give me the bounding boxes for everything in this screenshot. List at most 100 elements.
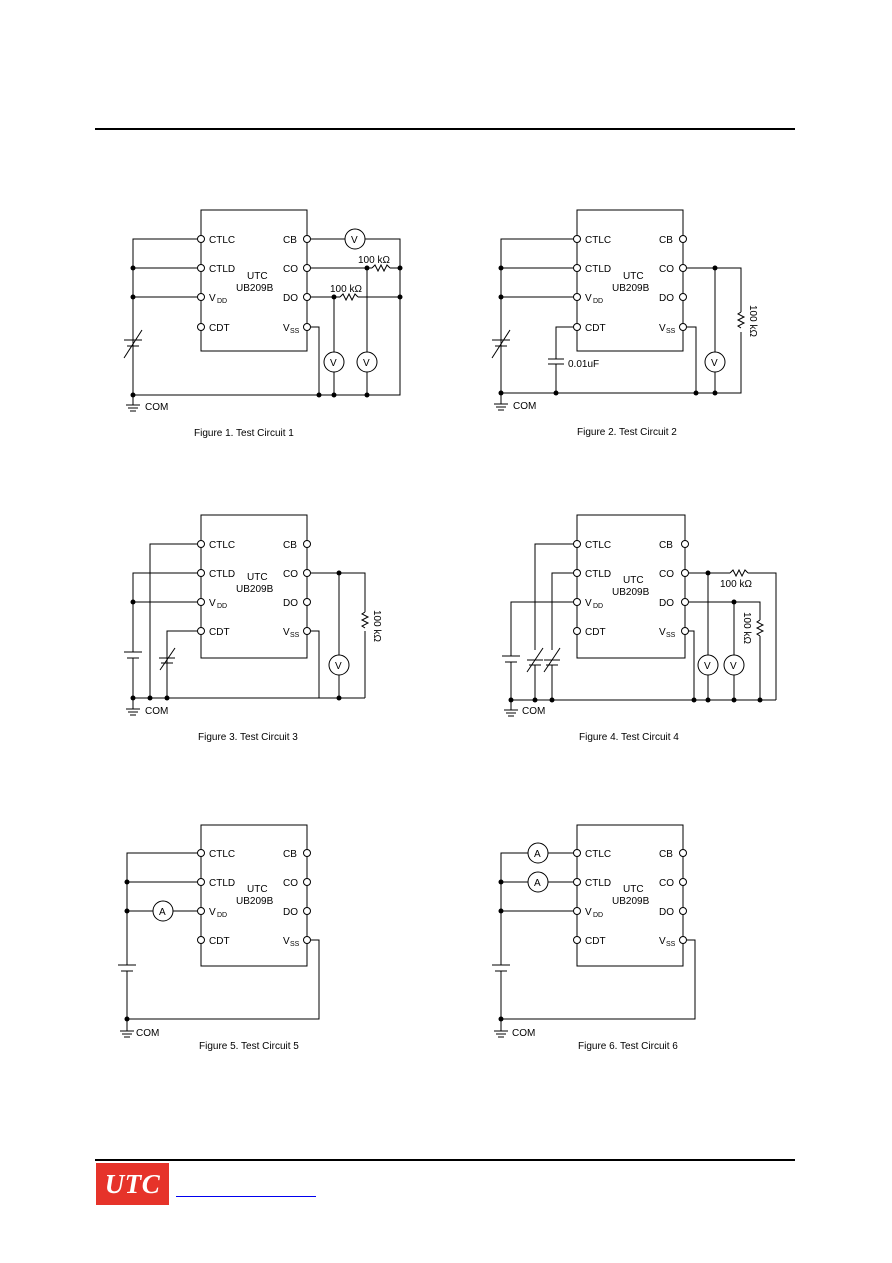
- pin-vss-sub: SS: [290, 328, 300, 335]
- voltmeter-symbol: V: [330, 358, 337, 369]
- pin-vss-label: V: [283, 627, 290, 638]
- chip-part: UB209B: [236, 584, 274, 595]
- pin-vdd-label: V: [585, 598, 592, 609]
- pin-vss-label: V: [659, 323, 666, 334]
- pin-ctld-label: CTLD: [209, 264, 235, 275]
- pin-vdd-sub: DD: [217, 603, 227, 610]
- pin-cdt-label: CDT: [209, 627, 230, 638]
- resistor-label: 100 kΩ: [330, 284, 362, 295]
- figure-4-circuit: [502, 514, 777, 717]
- pin-ctld-label: CTLD: [585, 569, 611, 580]
- pin-vdd-sub: DD: [593, 298, 603, 305]
- chip-part: UB209B: [612, 283, 650, 294]
- resistor-label: 100 kΩ: [741, 612, 752, 644]
- figure-caption: Figure 5. Test Circuit 5: [199, 1041, 299, 1052]
- pin-ctlc-label: CTLC: [585, 235, 611, 246]
- figure-6-circuit: [492, 824, 696, 1038]
- figure-3-circuit: [124, 514, 370, 716]
- pin-ctlc-label: CTLC: [209, 540, 235, 551]
- pin-co-label: CO: [283, 569, 298, 580]
- pin-vdd-label: V: [585, 293, 592, 304]
- pin-vss-label: V: [659, 627, 666, 638]
- figure-caption: Figure 4. Test Circuit 4: [579, 732, 679, 743]
- pin-do-label: DO: [283, 293, 298, 304]
- figure-5-circuit: [118, 824, 320, 1038]
- chip-brand: UTC: [623, 271, 644, 282]
- pin-cdt-label: CDT: [209, 323, 230, 334]
- pin-do-label: DO: [283, 598, 298, 609]
- pin-vdd-sub: DD: [593, 603, 603, 610]
- pin-co-label: CO: [283, 878, 298, 889]
- voltmeter-symbol: V: [711, 358, 718, 369]
- com-label: COM: [145, 706, 168, 717]
- capacitor-label: 0.01uF: [568, 359, 599, 370]
- pin-vdd-sub: DD: [217, 912, 227, 919]
- pin-cb-label: CB: [659, 540, 673, 551]
- figure-caption: Figure 1. Test Circuit 1: [194, 428, 294, 439]
- pin-vdd-label: V: [209, 907, 216, 918]
- pin-co-label: CO: [283, 264, 298, 275]
- com-label: COM: [145, 402, 168, 413]
- pin-ctlc-label: CTLC: [209, 235, 235, 246]
- utc-logo-text: UTC: [104, 1168, 161, 1199]
- pin-do-label: DO: [659, 293, 674, 304]
- header-rule: [95, 128, 795, 130]
- chip-part: UB209B: [612, 587, 650, 598]
- pin-ctld-label: CTLD: [209, 878, 235, 889]
- footer-link-underline[interactable]: [176, 1196, 316, 1197]
- chip-brand: UTC: [623, 884, 644, 895]
- footer-rule: [95, 1159, 795, 1161]
- chip-part: UB209B: [612, 896, 650, 907]
- voltmeter-symbol: V: [704, 661, 711, 672]
- pin-vdd-label: V: [209, 293, 216, 304]
- voltmeter-symbol: V: [335, 661, 342, 672]
- pin-do-label: DO: [659, 598, 674, 609]
- pin-ctlc-label: CTLC: [585, 849, 611, 860]
- com-label: COM: [522, 706, 545, 717]
- utc-logo: UTC: [96, 1163, 169, 1205]
- figure-2-circuit: [491, 209, 746, 411]
- pin-vss-label: V: [283, 936, 290, 947]
- chip-brand: UTC: [247, 572, 268, 583]
- pin-do-label: DO: [659, 907, 674, 918]
- pin-vss-sub: SS: [666, 328, 676, 335]
- pin-ctlc-label: CTLC: [585, 540, 611, 551]
- resistor-label: 100 kΩ: [371, 610, 382, 642]
- pin-cb-label: CB: [283, 540, 297, 551]
- pin-vdd-sub: DD: [593, 912, 603, 919]
- pin-vss-sub: SS: [290, 632, 300, 639]
- pin-cb-label: CB: [283, 849, 297, 860]
- pin-vdd-label: V: [585, 907, 592, 918]
- pin-cb-label: CB: [659, 235, 673, 246]
- pin-ctld-label: CTLD: [585, 264, 611, 275]
- figure-caption: Figure 2. Test Circuit 2: [577, 427, 677, 438]
- pin-cdt-label: CDT: [585, 627, 606, 638]
- voltmeter-symbol: V: [363, 358, 370, 369]
- ammeter-symbol: A: [159, 907, 166, 918]
- pin-ctlc-label: CTLC: [209, 849, 235, 860]
- chip-part: UB209B: [236, 283, 274, 294]
- resistor-label: 100 kΩ: [747, 305, 758, 337]
- chip-brand: UTC: [247, 271, 268, 282]
- com-label: COM: [513, 401, 536, 412]
- figure-caption: Figure 6. Test Circuit 6: [578, 1041, 678, 1052]
- ammeter-symbol: A: [534, 878, 541, 889]
- ammeter-symbol: A: [534, 849, 541, 860]
- voltmeter-symbol: V: [730, 661, 737, 672]
- chip-brand: UTC: [623, 575, 644, 586]
- chip-brand: UTC: [247, 884, 268, 895]
- com-label: COM: [136, 1028, 159, 1039]
- pin-vss-sub: SS: [290, 941, 300, 948]
- pin-vss-sub: SS: [666, 632, 676, 639]
- figure-1-circuit: [123, 209, 403, 412]
- pin-ctld-label: CTLD: [585, 878, 611, 889]
- pin-cdt-label: CDT: [585, 936, 606, 947]
